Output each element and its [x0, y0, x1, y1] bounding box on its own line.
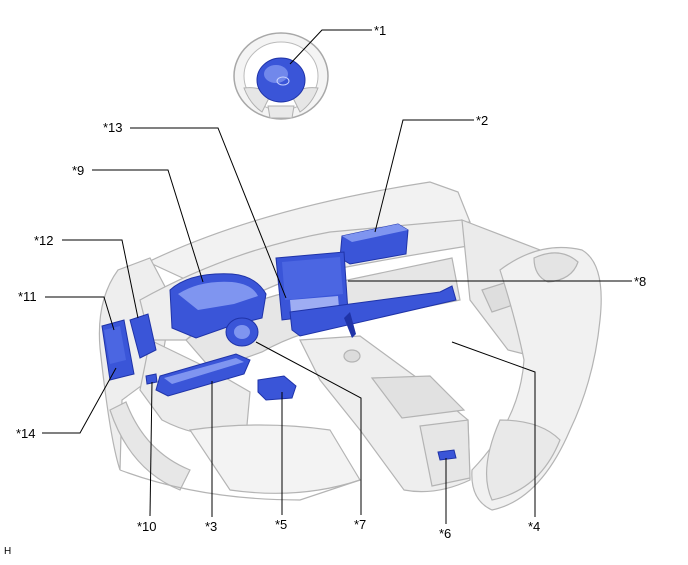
component-3-knee-airbag: [155, 353, 251, 397]
callout-12: *12: [34, 233, 54, 248]
callout-6: *6: [439, 526, 452, 541]
callout-3: *3: [205, 519, 218, 534]
leader-line-13: [130, 127, 287, 299]
component-5-floor-module: [257, 375, 297, 401]
callout-4: *4: [528, 519, 541, 534]
callout-7: *7: [354, 517, 367, 532]
callout-11: *11: [18, 289, 37, 304]
callout-9: *9: [72, 163, 85, 178]
component-8-display-unit: [275, 251, 349, 321]
callout-13: *13: [103, 120, 123, 135]
leader-line-11: [45, 296, 115, 331]
callout-10: *10: [137, 519, 157, 534]
component-6-rear-console-unit: [437, 449, 457, 461]
leader-line-1: [289, 29, 372, 65]
leader-lines: [42, 29, 632, 524]
callout-14: *14: [16, 426, 36, 441]
leader-line-14: [42, 367, 117, 434]
component-10-small-sensor: [145, 373, 158, 385]
callout-1: *1: [374, 23, 387, 38]
component-7-spiral-cable: [225, 317, 259, 347]
callout-5: *5: [275, 517, 288, 532]
callout-8: *8: [634, 274, 647, 289]
vehicle-interior: [98, 181, 602, 511]
component-11-side-module: [101, 319, 135, 381]
corner-mark: H: [4, 546, 12, 557]
leader-line-7: [255, 341, 362, 515]
component-12-side-module: [129, 313, 157, 359]
component-4-upper-dash-panel: [289, 285, 457, 338]
leader-line-10: [149, 381, 153, 517]
leader-line-9: [92, 169, 204, 283]
leader-line-12: [62, 239, 139, 319]
steering-pad-airbag: [256, 57, 306, 103]
callout-2: *2: [476, 113, 489, 128]
leader-line-2: [374, 119, 474, 233]
leader-line-4: [451, 341, 536, 517]
